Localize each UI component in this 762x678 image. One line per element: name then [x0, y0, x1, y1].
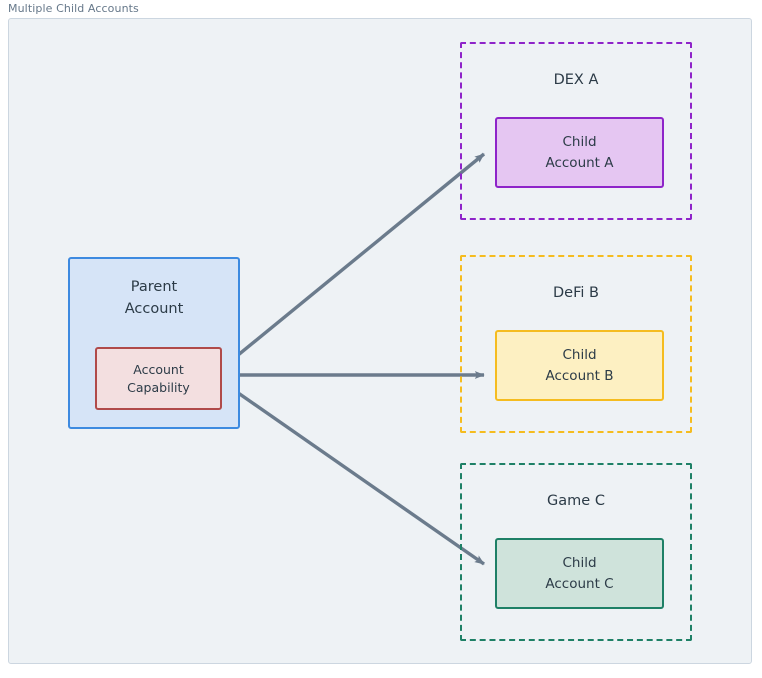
group-dex-a[interactable]: DEX A Child Account A [460, 42, 692, 220]
child-account-c-node[interactable]: Child Account C [495, 538, 664, 609]
edge-capability-to-child-a [219, 152, 486, 371]
group-game-c-title: Game C [547, 493, 605, 509]
parent-account-node[interactable]: Parent Account Account Capability [68, 257, 240, 429]
group-dex-a-title: DEX A [553, 72, 599, 88]
edge-capability-to-child-c [220, 379, 485, 566]
parent-account-label-line2: Account [124, 301, 184, 317]
group-defi-b-title: DeFi B [553, 285, 599, 301]
child-account-a-node[interactable]: Child Account A [495, 117, 664, 188]
group-game-c[interactable]: Game C Child Account C [460, 463, 692, 641]
child-account-c-label-line1: Child [562, 554, 597, 571]
account-capability-label-line2: Capability [127, 379, 190, 395]
diagram-title: Multiple Child Accounts [8, 2, 139, 15]
account-capability-label-line1: Account [133, 361, 184, 377]
child-account-b-node[interactable]: Child Account B [495, 330, 664, 401]
child-account-b-label-line2: Account B [545, 367, 614, 384]
child-account-c-label-line2: Account C [545, 575, 614, 592]
account-capability-node[interactable]: Account Capability [95, 347, 222, 410]
child-account-b-label-line1: Child [562, 346, 597, 363]
parent-account-label-line1: Parent [130, 279, 178, 295]
child-account-a-label-line2: Account A [545, 154, 614, 171]
child-account-a-label-line1: Child [562, 133, 597, 150]
group-defi-b[interactable]: DeFi B Child Account B [460, 255, 692, 433]
